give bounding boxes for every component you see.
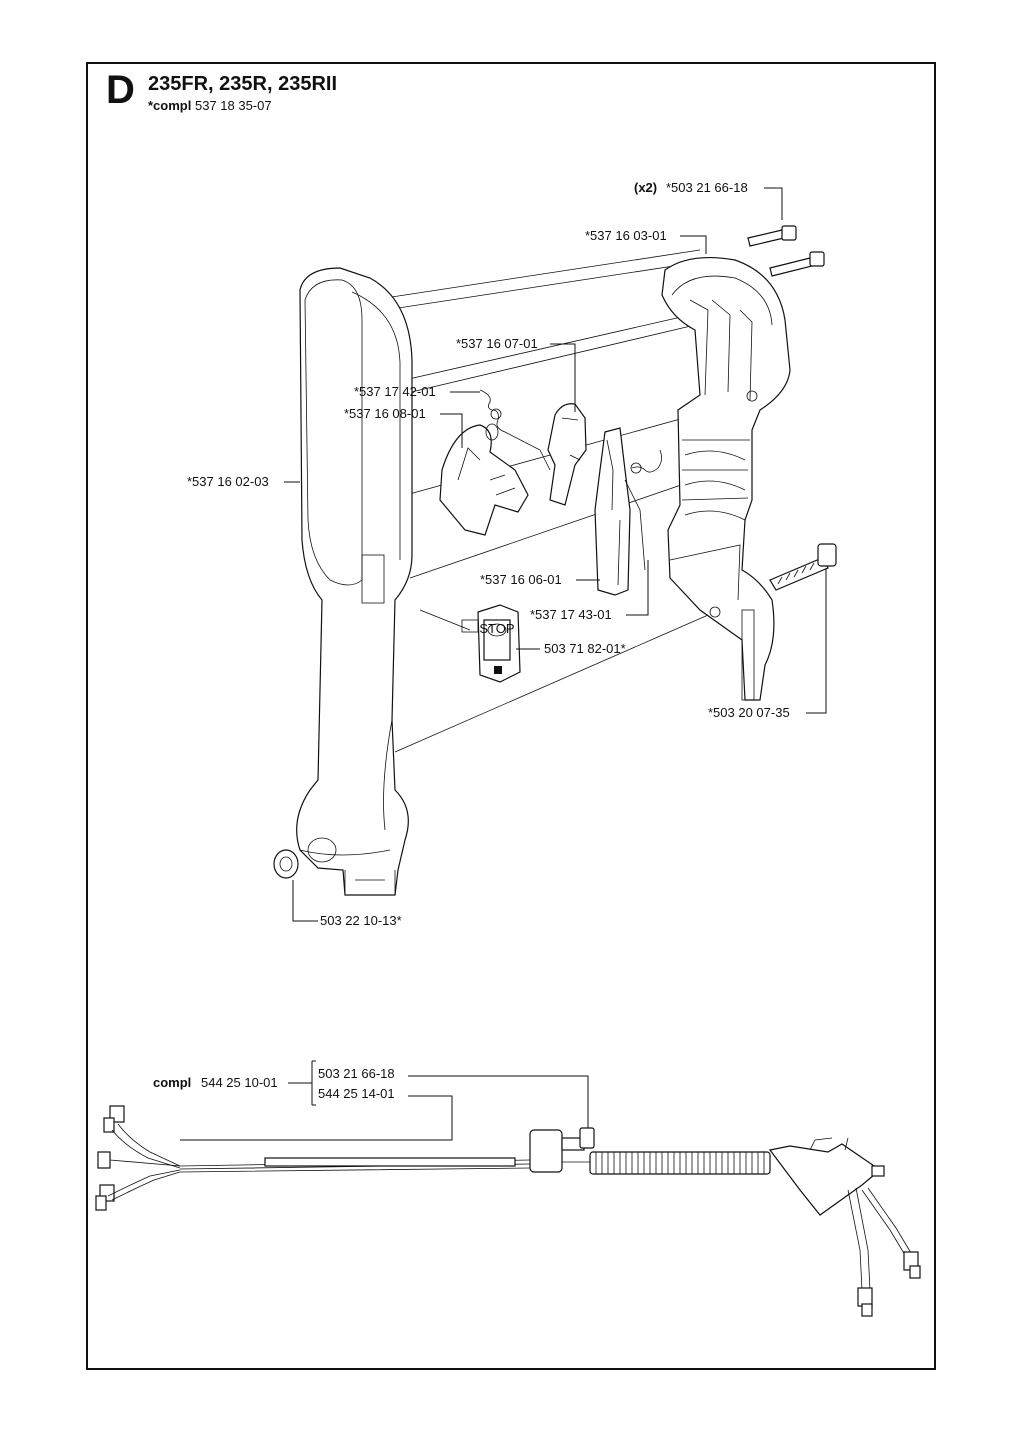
harness-labels: compl 544 25 10-01 503 21 66-18 544 25 1… [153,1060,589,1141]
upper-lever [547,403,587,506]
handle-nut [273,849,299,879]
label-spring-lower: *537 17 43-01 [530,607,612,622]
left-handle-half [296,267,413,896]
complete-assembly-line: *compl 537 18 35-07 [148,99,272,112]
label-lever-upper: *537 16 07-01 [456,336,538,351]
part-labels: (x2) *503 21 66-18 *537 16 03-01 *537 16… [187,180,790,928]
label-screw-top: *503 21 66-18 [666,180,748,195]
model-title: 235FR, 235R, 235RII [148,73,337,95]
stop-switch: STOP [461,604,521,683]
throttle-trigger [594,427,646,596]
label-harness-compl-prefix: compl [153,1075,191,1090]
right-handle-half [661,256,791,701]
harness-screw [579,1127,595,1149]
label-stop-switch: 503 71 82-01* [544,641,626,656]
label-throttle-trigger: *537 16 06-01 [480,572,562,587]
stop-switch-mark: STOP [479,621,514,636]
label-harness-compl: 544 25 10-01 [201,1075,278,1090]
harness-connector-middle-left [97,1151,111,1169]
harness-connector-bottom-right-1 [857,1287,873,1307]
compl-number: 537 18 35-07 [194,98,272,113]
label-right-half: *537 16 03-01 [585,228,667,243]
compl-prefix: *compl [148,98,192,113]
harness-end-fitting [768,1143,881,1216]
section-letter: D [106,68,135,112]
label-nut: 503 22 10-13* [320,913,402,928]
trigger-lock-part [439,423,529,536]
top-screws [747,225,825,277]
upper-spring [479,389,551,471]
leader-lines [284,187,827,922]
label-harness-screw: 503 21 66-18 [318,1066,395,1081]
wiring-harness [95,1105,921,1317]
label-left-half: *537 16 02-03 [187,474,269,489]
corrugated-tube [589,1151,771,1175]
label-trigger-lock: *537 16 08-01 [344,406,426,421]
label-harness-cable: 544 25 14-01 [318,1086,395,1101]
label-screw-long: *503 20 07-35 [708,705,790,720]
harness-junction-block [529,1129,563,1173]
diagram-frame [86,62,936,1370]
lower-spring [630,449,662,474]
label-screw-top-qty: (x2) [634,180,657,195]
label-spring-upper: *537 17 42-01 [354,384,436,399]
long-screw [769,543,837,591]
